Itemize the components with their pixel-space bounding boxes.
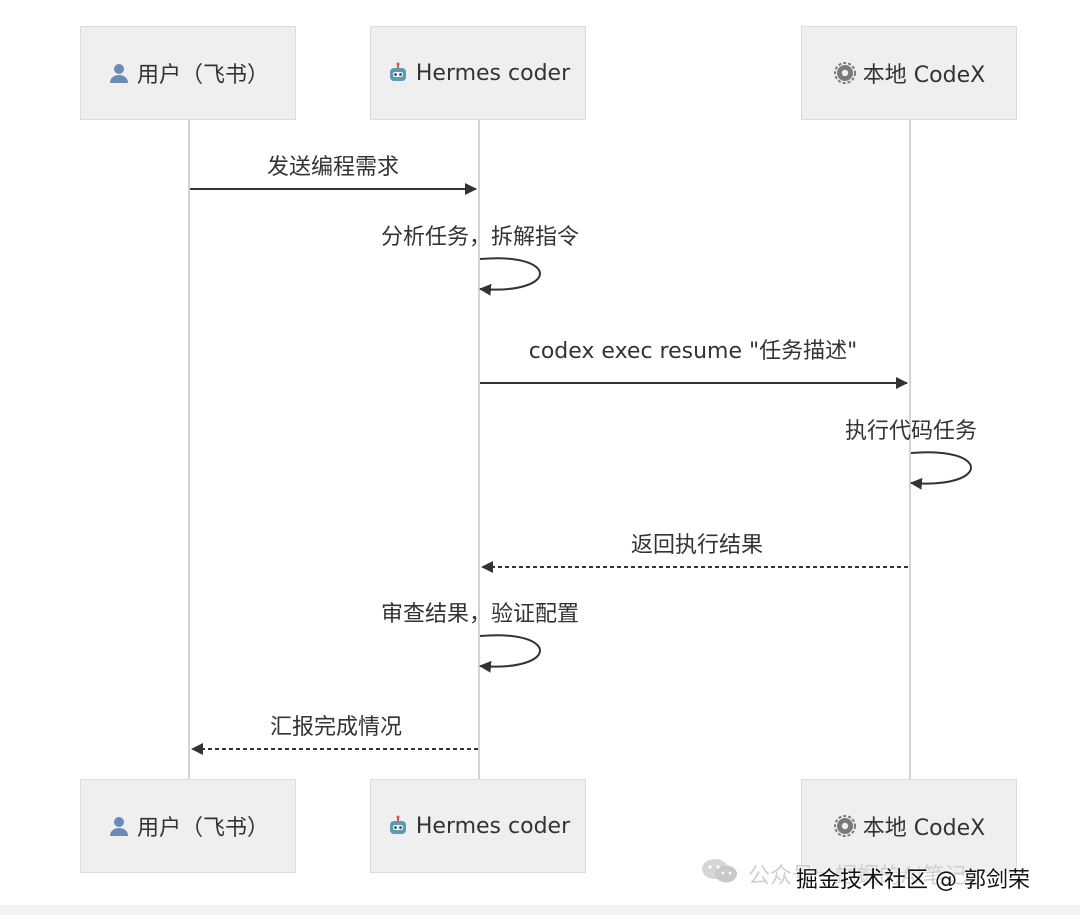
- self-loop-3: [479, 634, 541, 673]
- lifeline-hermes: [478, 118, 480, 780]
- watermark-account: 公众号 · 蝈蝈的AI笔记: [748, 864, 967, 889]
- participant-label: 用户（飞书）: [136, 63, 269, 88]
- participant-label: 用户（飞书）: [136, 816, 269, 841]
- lifeline-codex: [909, 118, 911, 780]
- wechat-icon: [700, 856, 740, 892]
- message-label-3: codex exec resume "任务描述": [528, 339, 858, 364]
- robot-icon: [386, 814, 410, 838]
- self-loop-1: [479, 257, 541, 296]
- gear-icon: [833, 814, 857, 838]
- participant-user-bottom: 用户（飞书）: [80, 779, 296, 873]
- message-label-4: 执行代码任务: [844, 419, 978, 444]
- message-label-7: 汇报完成情况: [269, 715, 403, 740]
- user-icon: [107, 61, 131, 85]
- message-label-5: 返回执行结果: [630, 533, 764, 558]
- robot-icon: [386, 61, 410, 85]
- lifeline-user: [188, 118, 190, 780]
- participant-hermes-top: Hermes coder: [370, 26, 586, 120]
- participant-label: Hermes coder: [415, 813, 571, 839]
- gear-icon: [833, 61, 857, 85]
- self-loop-2: [910, 451, 972, 490]
- bottom-divider: [0, 905, 1080, 915]
- participant-label: Hermes coder: [415, 60, 571, 86]
- user-icon: [107, 814, 131, 838]
- message-label-2: 分析任务，拆解指令: [380, 225, 580, 250]
- participant-hermes-bottom: Hermes coder: [370, 779, 586, 873]
- watermark-platform: 掘金技术社区 @ 郭剑荣: [796, 868, 1030, 893]
- participant-user-top: 用户（飞书）: [80, 26, 296, 120]
- participant-codex-top: 本地 CodeX: [801, 26, 1017, 120]
- participant-codex-bottom: 本地 CodeX: [801, 779, 1017, 873]
- watermark: 公众号 · 蝈蝈的AI笔记 掘金技术社区 @ 郭剑荣: [700, 856, 1030, 893]
- participant-label: 本地 CodeX: [862, 63, 986, 88]
- message-label-6: 审查结果，验证配置: [380, 602, 580, 627]
- participant-label: 本地 CodeX: [862, 816, 986, 841]
- message-label-1: 发送编程需求: [266, 155, 400, 180]
